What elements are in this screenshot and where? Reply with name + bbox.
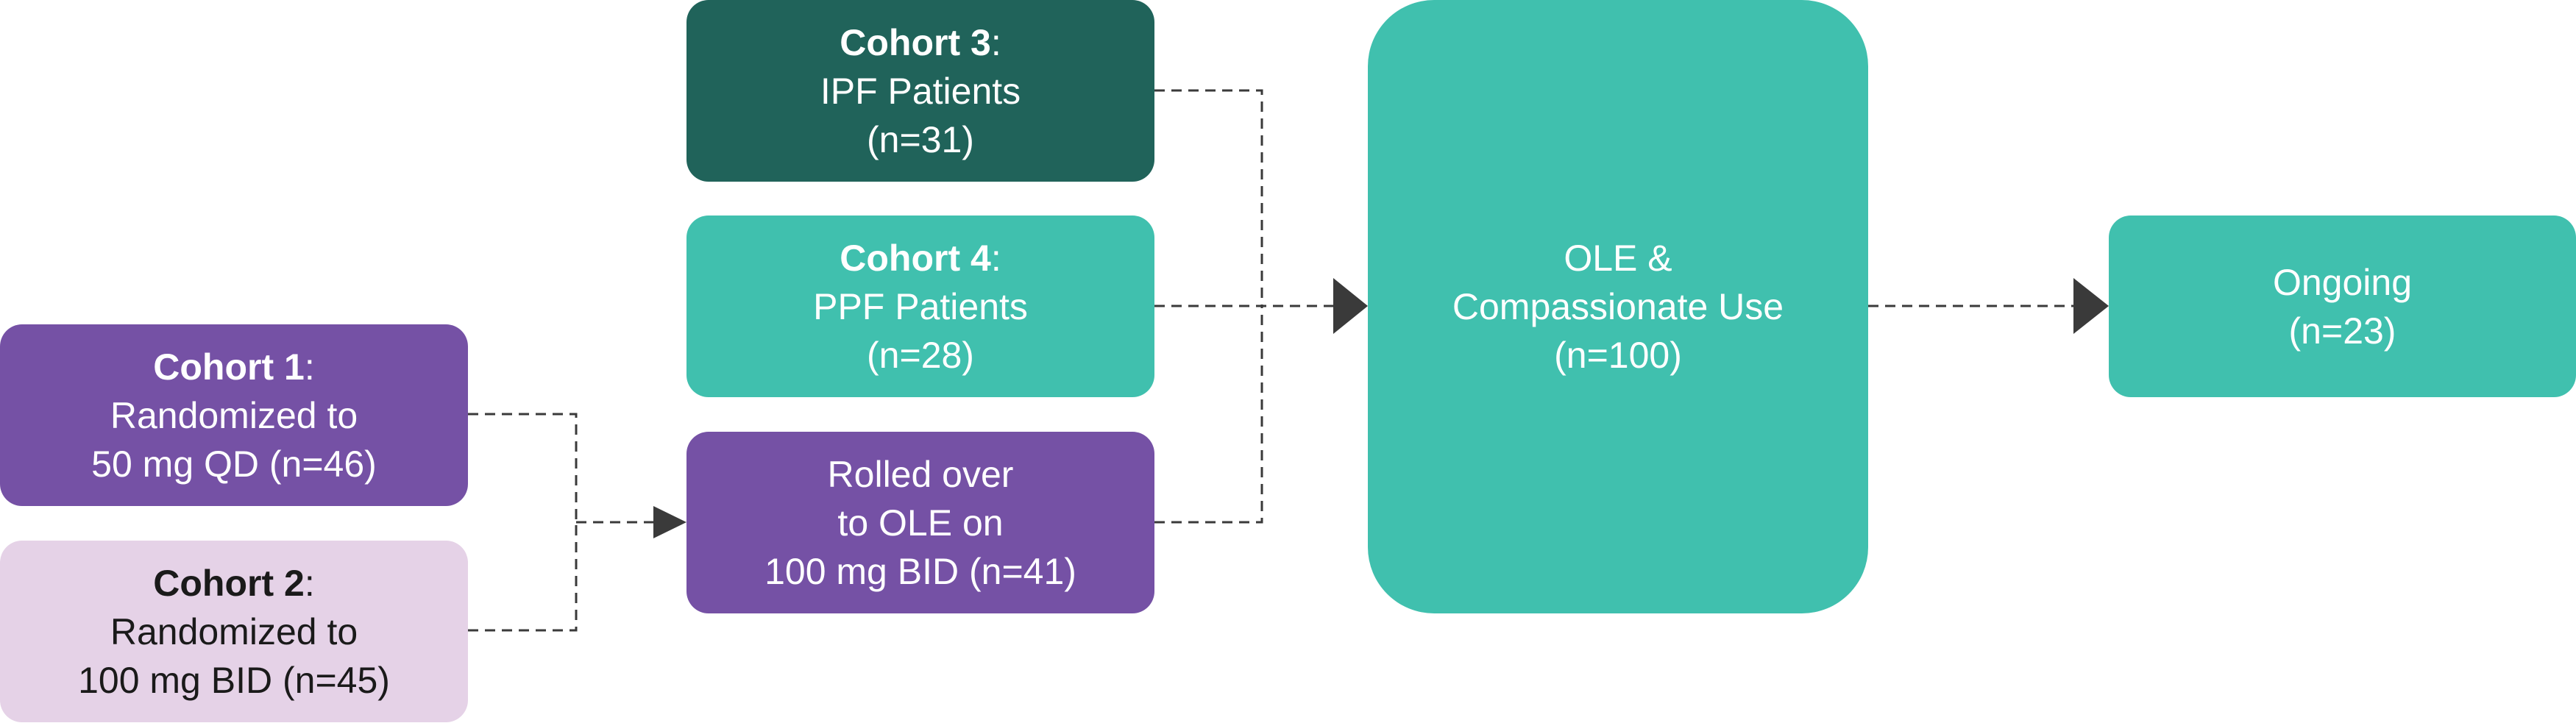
rolled-over-box: Rolled over to OLE on 100 mg BID (n=41) [686,432,1154,613]
cohort1-line-2: 50 mg QD (n=46) [91,443,377,485]
arrowhead-to-ole [1333,278,1368,334]
cohort1-line-1: Randomized to [110,394,358,436]
arrowhead-to-ongoing [2073,278,2109,334]
cohort1-title-line: Cohort 1: [153,346,315,388]
cohort3-title-line: Cohort 3: [840,21,1001,63]
ongoing-line-1: Ongoing [2272,261,2413,303]
cohort2-line-1: Randomized to [110,610,358,652]
cohort3-line-2: (n=31) [867,118,974,160]
cohort1-title: Cohort 1 [153,346,305,388]
cohort2-title-line: Cohort 2: [153,562,315,604]
cohort4-box: Cohort 4: PPF Patients (n=28) [686,216,1154,397]
arrowhead-to-rolled [653,506,686,538]
cohort4-line-1: PPF Patients [813,285,1028,327]
ole-box: OLE & Compassionate Use (n=100) [1368,0,1868,613]
rolled-over-line-3: 100 mg BID (n=41) [764,550,1076,592]
connector-rolled-to-ole [1154,306,1263,524]
connector-cohort1-to-rolled [468,413,578,522]
ongoing-line-2: (n=23) [2288,310,2396,352]
ongoing-box: Ongoing (n=23) [2109,216,2576,397]
cohort3-line-1: IPF Patients [820,70,1021,112]
cohort1-box: Cohort 1: Randomized to 50 mg QD (n=46) [0,324,468,506]
cohort4-title: Cohort 4 [840,237,991,279]
ole-line-3: (n=100) [1554,335,1682,376]
ole-line-2: Compassionate Use [1452,286,1784,327]
connector-cohort2-to-rolled [468,522,578,632]
cohort2-line-2: 100 mg BID (n=45) [78,659,390,701]
cohort3-title: Cohort 3 [840,21,991,63]
cohort2-box: Cohort 2: Randomized to 100 mg BID (n=45… [0,541,468,722]
rolled-over-line-1: Rolled over [827,453,1014,495]
ole-line-1: OLE & [1564,238,1672,279]
cohort3-box: Cohort 3: IPF Patients (n=31) [686,0,1154,182]
connector-cohort3-to-ole [1154,89,1263,306]
cohort2-title: Cohort 2 [153,562,305,604]
rolled-over-line-2: to OLE on [837,502,1004,544]
cohort4-line-2: (n=28) [867,334,974,376]
cohort4-title-line: Cohort 4: [840,237,1001,279]
